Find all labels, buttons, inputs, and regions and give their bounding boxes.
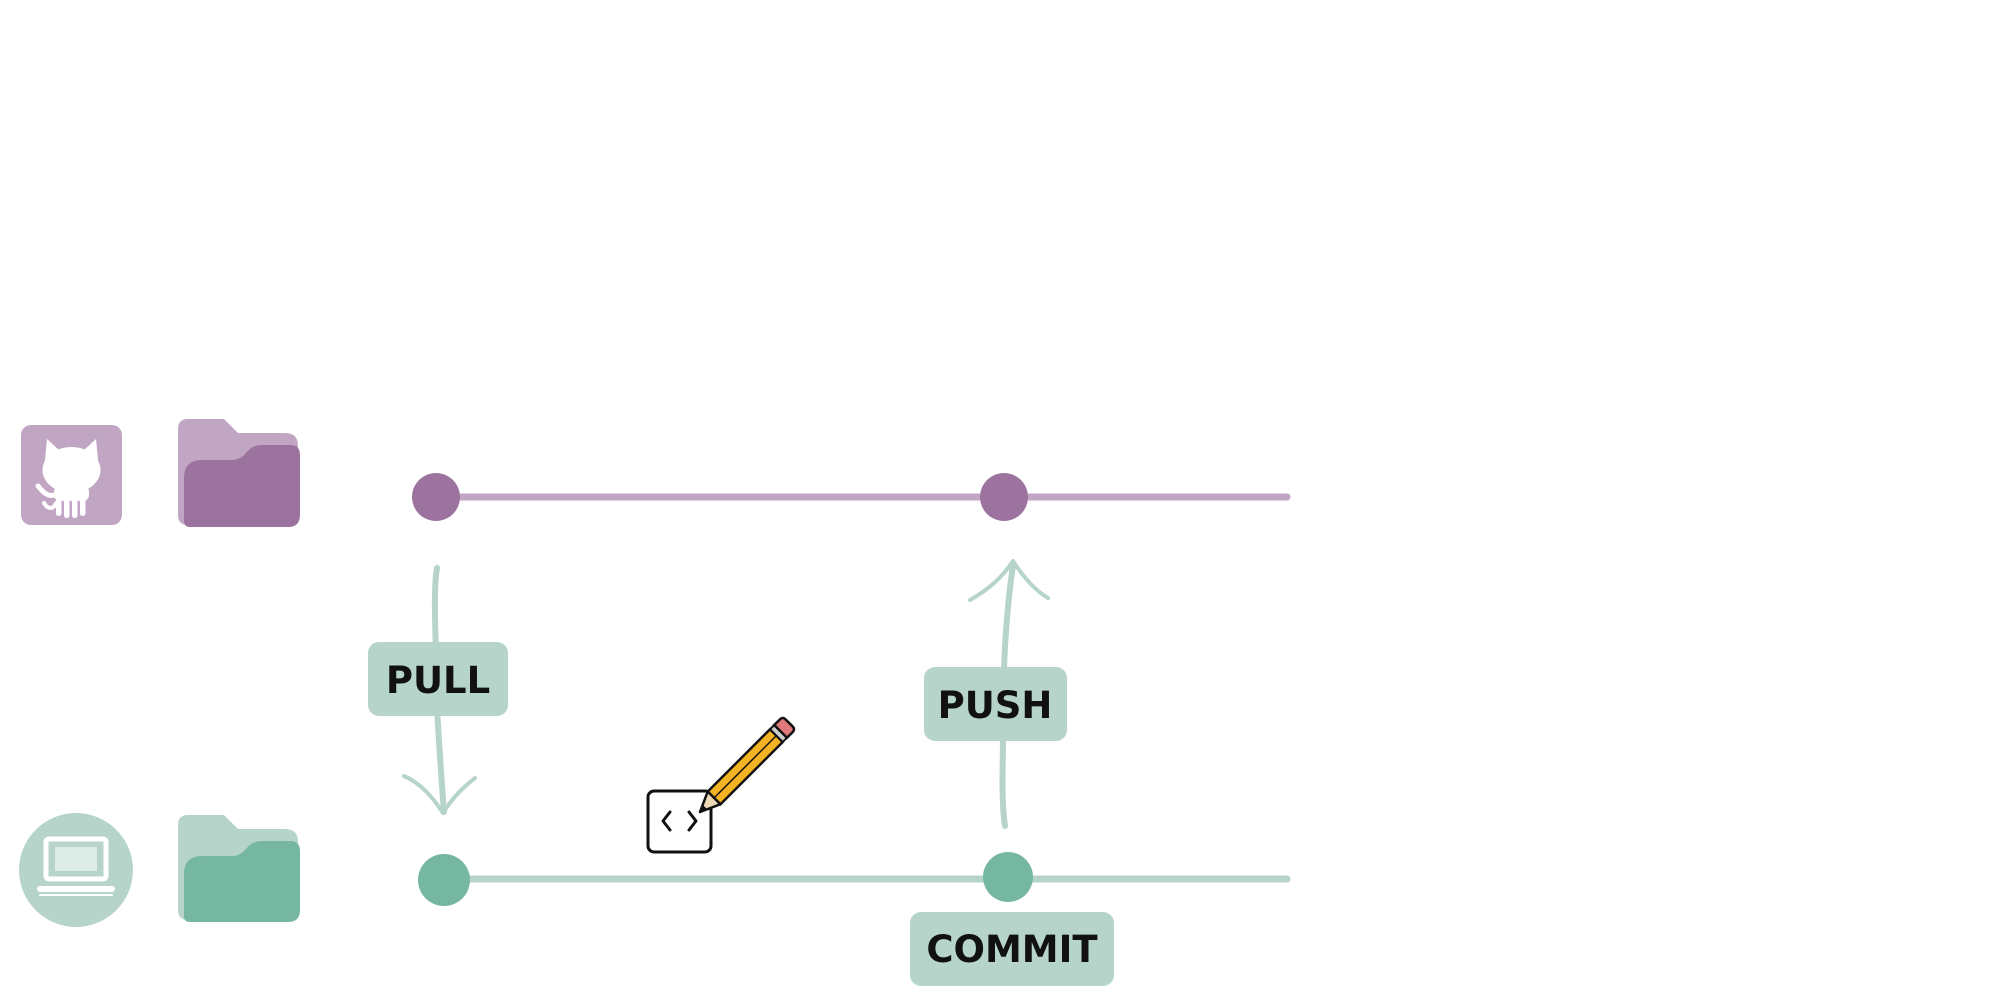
pull-label-text: PULL [386,659,490,702]
github-octocat-icon [35,439,101,518]
laptop-icon [37,836,115,896]
local-commit-node-2 [983,852,1033,902]
remote-commit-node-2 [980,473,1028,521]
pencil-icon [698,716,796,814]
local-folder-icon [178,815,300,922]
remote-folder-icon [178,419,300,527]
remote-commit-node-1 [412,473,460,521]
push-label: PUSH [924,667,1067,741]
commit-label-text: COMMIT [926,928,1098,971]
remote-branch-timeline [412,473,1291,521]
commit-label: COMMIT [910,912,1114,986]
local-commit-node-1 [418,854,470,906]
push-arrow [968,559,1050,829]
local-branch-timeline [418,852,1291,906]
code-file-icon [646,789,713,854]
remote-repo-icon [21,425,122,525]
pull-label: PULL [368,642,508,716]
local-machine-icon [19,813,133,927]
push-label-text: PUSH [938,684,1053,727]
code-file-pencil-icon [646,716,796,854]
